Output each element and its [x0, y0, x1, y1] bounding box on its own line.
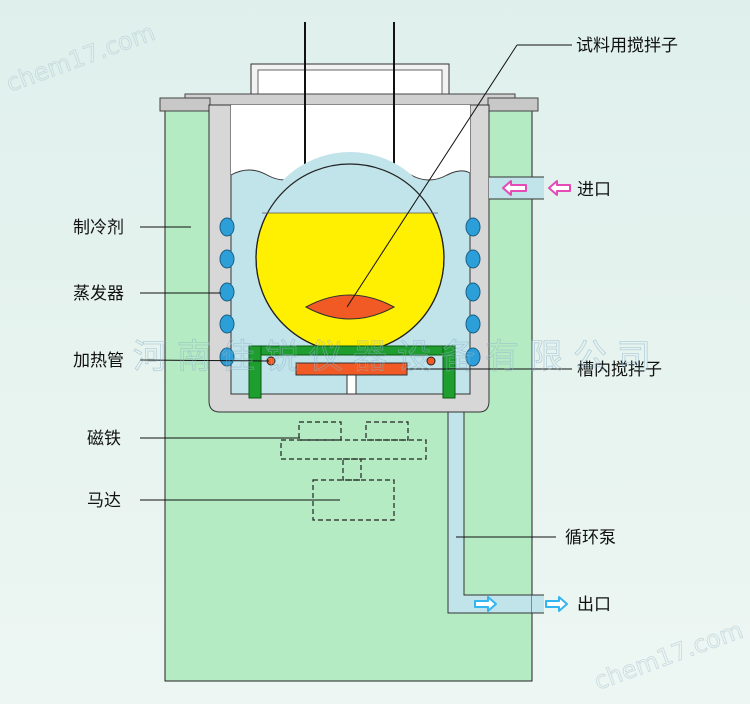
inlet-arrow-inner [502, 180, 527, 196]
label-evaporator: 蒸发器 [73, 284, 124, 304]
lid-plate [184, 93, 516, 106]
sample-stirrer-bar [304, 294, 396, 320]
label-pump: 循环泵 [565, 528, 616, 548]
coil [219, 347, 235, 367]
evaporator-coils-right [465, 217, 481, 367]
coil [465, 282, 481, 302]
flask-headspace [262, 152, 438, 213]
bath-wall [208, 104, 490, 413]
motor-body [312, 479, 395, 521]
outlet-arrow-outer [545, 596, 568, 612]
support-frame [248, 345, 456, 399]
coil [465, 314, 481, 334]
lid-flange-left [159, 97, 211, 112]
lid-flange-right [487, 97, 539, 112]
inlet-arrow-outer [548, 180, 571, 196]
leader-heating-tube [139, 359, 270, 362]
coil [219, 217, 235, 237]
coil [219, 249, 235, 269]
support-leg-left [248, 345, 262, 399]
label-refrigerant: 制冷剂 [73, 218, 124, 238]
motor-shaft [342, 458, 362, 481]
evaporator-coils-left [219, 217, 235, 367]
coil [465, 347, 481, 367]
coil [465, 217, 481, 237]
tank-stirrer-shaft [346, 374, 357, 395]
label-tank-stirrer: 槽内搅拌子 [577, 360, 662, 380]
lid-cap-inner [257, 69, 443, 95]
leader-sample-stirrer-diag [346, 44, 518, 308]
leader-lines [139, 44, 572, 538]
label-sample-stirrer: 试料用搅拌子 [576, 36, 678, 56]
coil [219, 282, 235, 302]
coil [219, 314, 235, 334]
heating-tube-right [426, 356, 436, 366]
label-inlet: 进口 [577, 180, 611, 200]
support-leg-right [442, 345, 456, 399]
label-magnet: 磁铁 [87, 429, 121, 449]
magnet-left [298, 421, 342, 441]
outlet-pipe-end [532, 595, 544, 613]
magnet-motor-assembly [280, 421, 427, 521]
coil [465, 249, 481, 269]
label-motor: 马达 [87, 491, 121, 511]
outlet-arrow-inner [474, 596, 497, 612]
label-heating-tube: 加热管 [73, 351, 124, 371]
label-outlet: 出口 [577, 595, 611, 615]
watermark-company: 河南佳锐仪器设备有限公司 [133, 337, 661, 377]
